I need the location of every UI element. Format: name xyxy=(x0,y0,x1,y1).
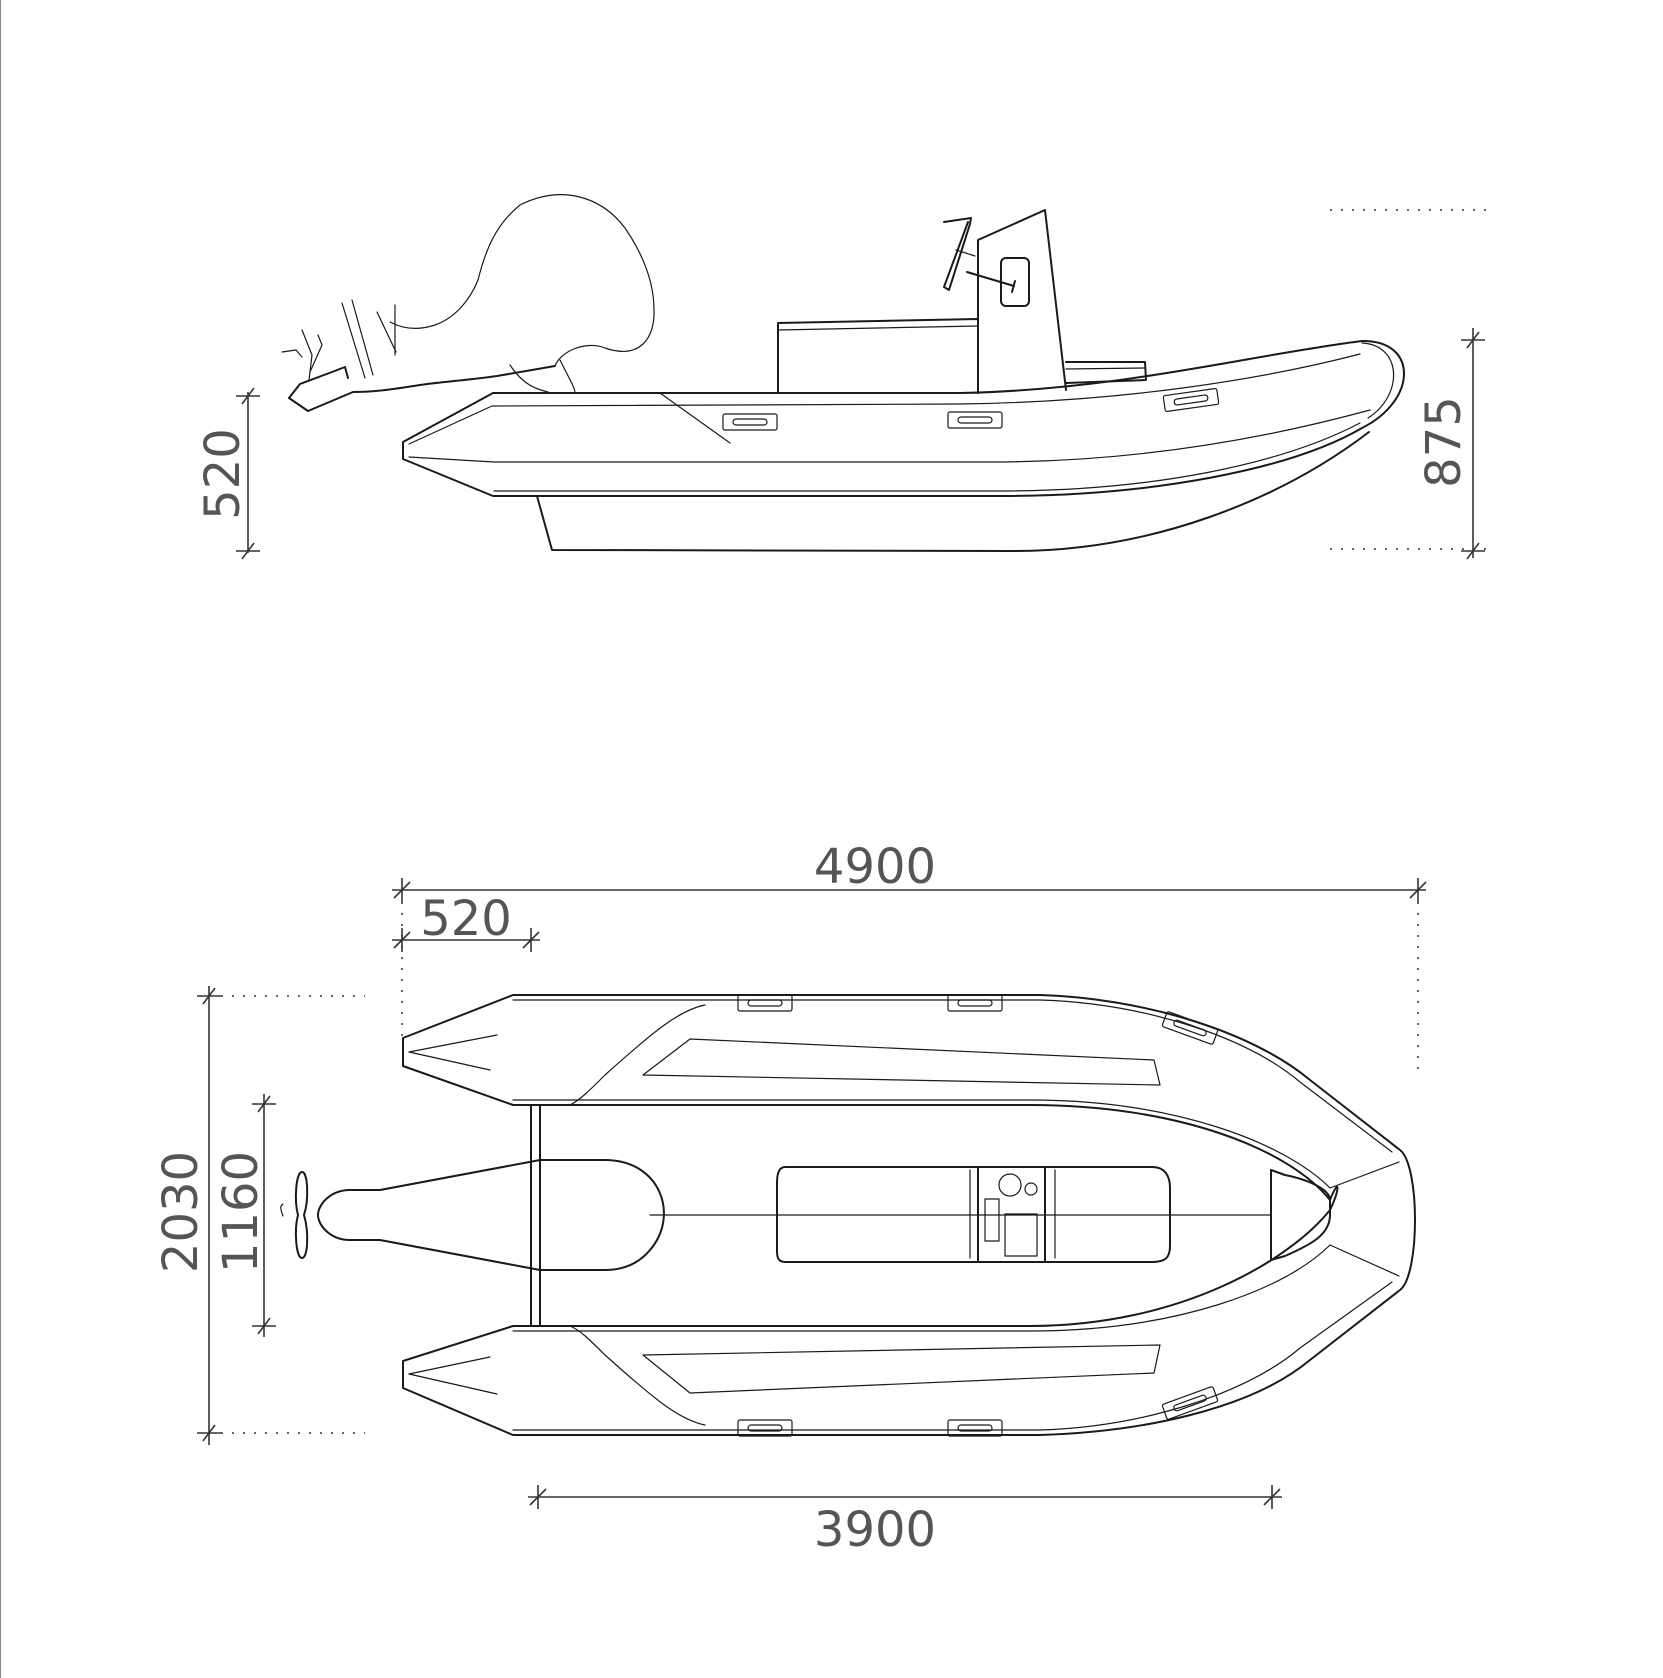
side-grab-handle-3 xyxy=(1162,387,1220,413)
dim-side-overall-height: 875 xyxy=(1330,209,1495,560)
dim-label-side-transom: 520 xyxy=(195,428,251,520)
side-hull xyxy=(536,431,1370,553)
dim-label-overall-length: 4900 xyxy=(814,839,936,895)
top-grab-handle-1 xyxy=(737,994,793,1012)
dim-top-inner-width: 1160 xyxy=(213,1094,276,1337)
top-grab-handle-2 xyxy=(947,994,1003,1012)
dim-label-side-height: 875 xyxy=(1416,396,1472,488)
top-tube-upper xyxy=(408,999,1393,1189)
top-tube-outline xyxy=(402,994,1416,1436)
propeller-icon xyxy=(294,1171,309,1259)
steering-wheel-icon xyxy=(943,217,976,291)
dim-label-inner-width: 1160 xyxy=(213,1151,269,1273)
top-bow xyxy=(1270,1161,1400,1277)
page-border xyxy=(0,0,1,1678)
top-grab-handle-4 xyxy=(737,1419,793,1437)
side-view: 520 875 xyxy=(195,194,1495,560)
dim-top-overall-length: 4900 xyxy=(392,839,1427,1070)
top-grab-handle-3 xyxy=(1161,1011,1219,1045)
top-grab-handle-5 xyxy=(947,1419,1003,1437)
top-grab-handle-6 xyxy=(1161,1386,1219,1420)
dim-label-overall-width: 2030 xyxy=(153,1151,209,1273)
dim-label-cone-length: 520 xyxy=(420,891,512,947)
top-transom xyxy=(530,1104,541,1327)
top-tube-lower xyxy=(408,1244,1393,1431)
dim-side-transom-height: 520 xyxy=(195,387,260,560)
dim-top-cone-length: 520 xyxy=(392,891,540,952)
outboard-motor xyxy=(281,194,655,412)
dim-top-overall-width: 2030 xyxy=(153,986,365,1445)
top-outboard-motor xyxy=(280,1159,665,1271)
side-grab-handle-1 xyxy=(722,413,778,431)
dim-top-inner-length: 3900 xyxy=(528,1485,1282,1558)
side-console xyxy=(966,209,1147,394)
top-view: 4900 520 2030 1 xyxy=(153,839,1427,1558)
dim-label-inner-length: 3900 xyxy=(814,1502,936,1558)
top-seat-console xyxy=(775,1166,1171,1263)
side-seat xyxy=(777,318,979,394)
side-tube xyxy=(402,339,1405,497)
side-grab-handle-2 xyxy=(947,411,1003,429)
